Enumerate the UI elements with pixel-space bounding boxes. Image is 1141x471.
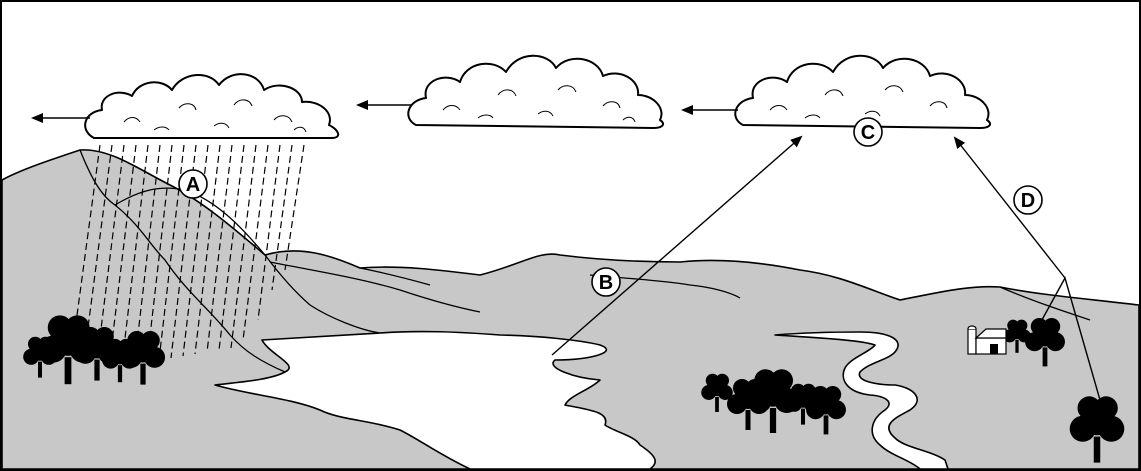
label-c: C (861, 122, 875, 144)
evaporation-arrow (551, 135, 803, 356)
label-b: B (599, 272, 613, 294)
label-d: D (1021, 190, 1035, 212)
label-a-marker: A (178, 169, 208, 199)
transpiration-arrow-up (953, 136, 1066, 279)
river (774, 331, 949, 470)
ridge-line-6 (999, 286, 1091, 321)
label-a: A (186, 174, 200, 196)
lake (214, 330, 656, 470)
label-d-marker: D (1013, 185, 1043, 215)
cloud-icon (734, 54, 992, 129)
ridge-line-2 (114, 187, 381, 334)
cloud-icon (407, 54, 665, 129)
farmhouse-icon (967, 325, 1007, 355)
label-c-marker: C (853, 117, 883, 147)
ridge-line-5 (359, 267, 431, 286)
cloud-icon (84, 73, 340, 139)
ridge-line-3 (269, 261, 481, 313)
label-b-marker: B (591, 267, 621, 297)
ridge-line-1 (79, 149, 286, 373)
